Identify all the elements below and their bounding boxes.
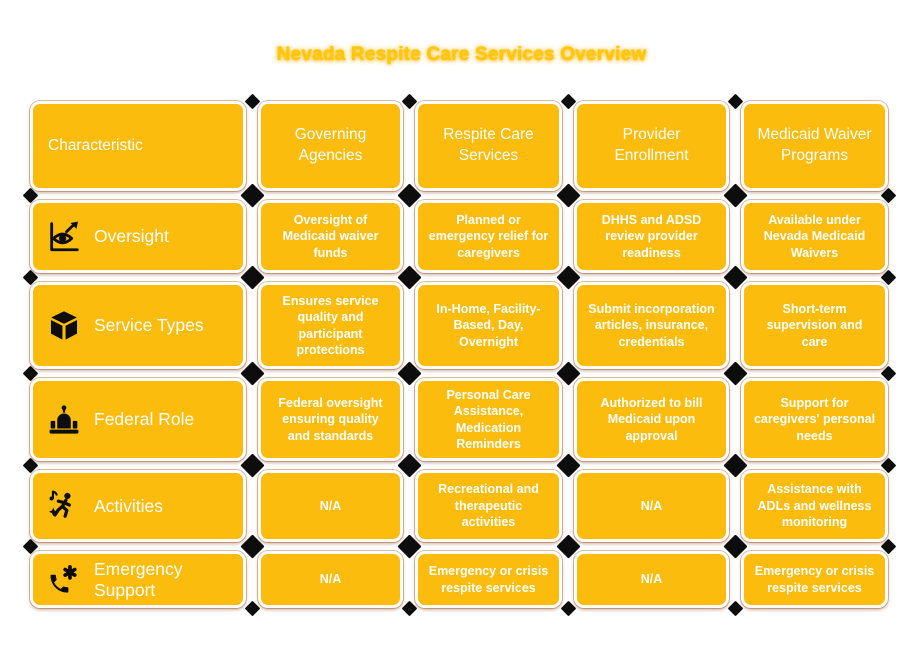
- cell-federal-role-enrollment: Authorized to bill Medicaid upon approva…: [574, 378, 729, 461]
- cell-activities-waiver: Assistance with ADLs and wellness monito…: [741, 470, 888, 542]
- cell-oversight-enrollment: DHHS and ADSD review provider readiness: [574, 200, 729, 273]
- row-header-service-types: Service Types: [30, 282, 246, 369]
- column-header-characteristic: Characteristic: [30, 101, 246, 191]
- cell-service-types-enrollment: Submit incorporation articles, insurance…: [574, 282, 729, 369]
- cell-service-types-governing: Ensures service quality and participant …: [258, 282, 403, 369]
- row-label: Emergency Support: [94, 558, 183, 600]
- column-header-provider-enrollment: Provider Enrollment: [574, 101, 729, 191]
- row-header-federal-role: Federal Role: [30, 378, 246, 461]
- row-label: Oversight: [94, 226, 169, 246]
- cell-emergency-enrollment: N/A: [574, 551, 729, 608]
- page-title: Nevada Respite Care Services Overview: [276, 44, 647, 65]
- cell-oversight-governing: Oversight of Medicaid waiver funds: [258, 200, 403, 273]
- table-grid: Characteristic Governing Agencies Respit…: [30, 101, 888, 608]
- oversight-eye-chart-icon: [46, 219, 82, 255]
- row-label: Activities: [94, 495, 164, 516]
- emergency-call-icon: [46, 562, 82, 598]
- cell-oversight-respite: Planned or emergency relief for caregive…: [415, 200, 562, 273]
- dancing-person-icon: [46, 488, 82, 524]
- cell-federal-role-respite: Personal Care Assistance, Medication Rem…: [415, 378, 562, 461]
- comparison-table: Characteristic Governing Agencies Respit…: [22, 93, 896, 616]
- column-header-medicaid-waiver-programs: Medicaid Waiver Programs: [741, 101, 888, 191]
- cell-federal-role-waiver: Support for caregivers' personal needs: [741, 378, 888, 461]
- column-header-governing-agencies: Governing Agencies: [258, 101, 403, 191]
- cell-emergency-governing: N/A: [258, 551, 403, 608]
- cell-activities-respite: Recreational and therapeutic activities: [415, 470, 562, 542]
- row-header-oversight: Oversight: [30, 200, 246, 273]
- cell-emergency-waiver: Emergency or crisis respite services: [741, 551, 888, 608]
- cell-oversight-waiver: Available under Nevada Medicaid Waivers: [741, 200, 888, 273]
- cell-service-types-waiver: Short-term supervision and care: [741, 282, 888, 369]
- government-building-icon: [46, 402, 82, 438]
- cell-activities-governing: N/A: [258, 470, 403, 542]
- row-header-emergency-support: Emergency Support: [30, 551, 246, 608]
- row-label: Service Types: [94, 315, 204, 335]
- cell-emergency-respite: Emergency or crisis respite services: [415, 551, 562, 608]
- cell-service-types-respite: In-Home, Facility-Based, Day, Overnight: [415, 282, 562, 369]
- cube-icon: [46, 308, 82, 344]
- cell-activities-enrollment: N/A: [574, 470, 729, 542]
- row-label: Federal Role: [94, 409, 195, 429]
- column-header-respite-care-services: Respite Care Services: [415, 101, 562, 191]
- row-header-activities: Activities: [30, 470, 246, 542]
- cell-federal-role-governing: Federal oversight ensuring quality and s…: [258, 378, 403, 461]
